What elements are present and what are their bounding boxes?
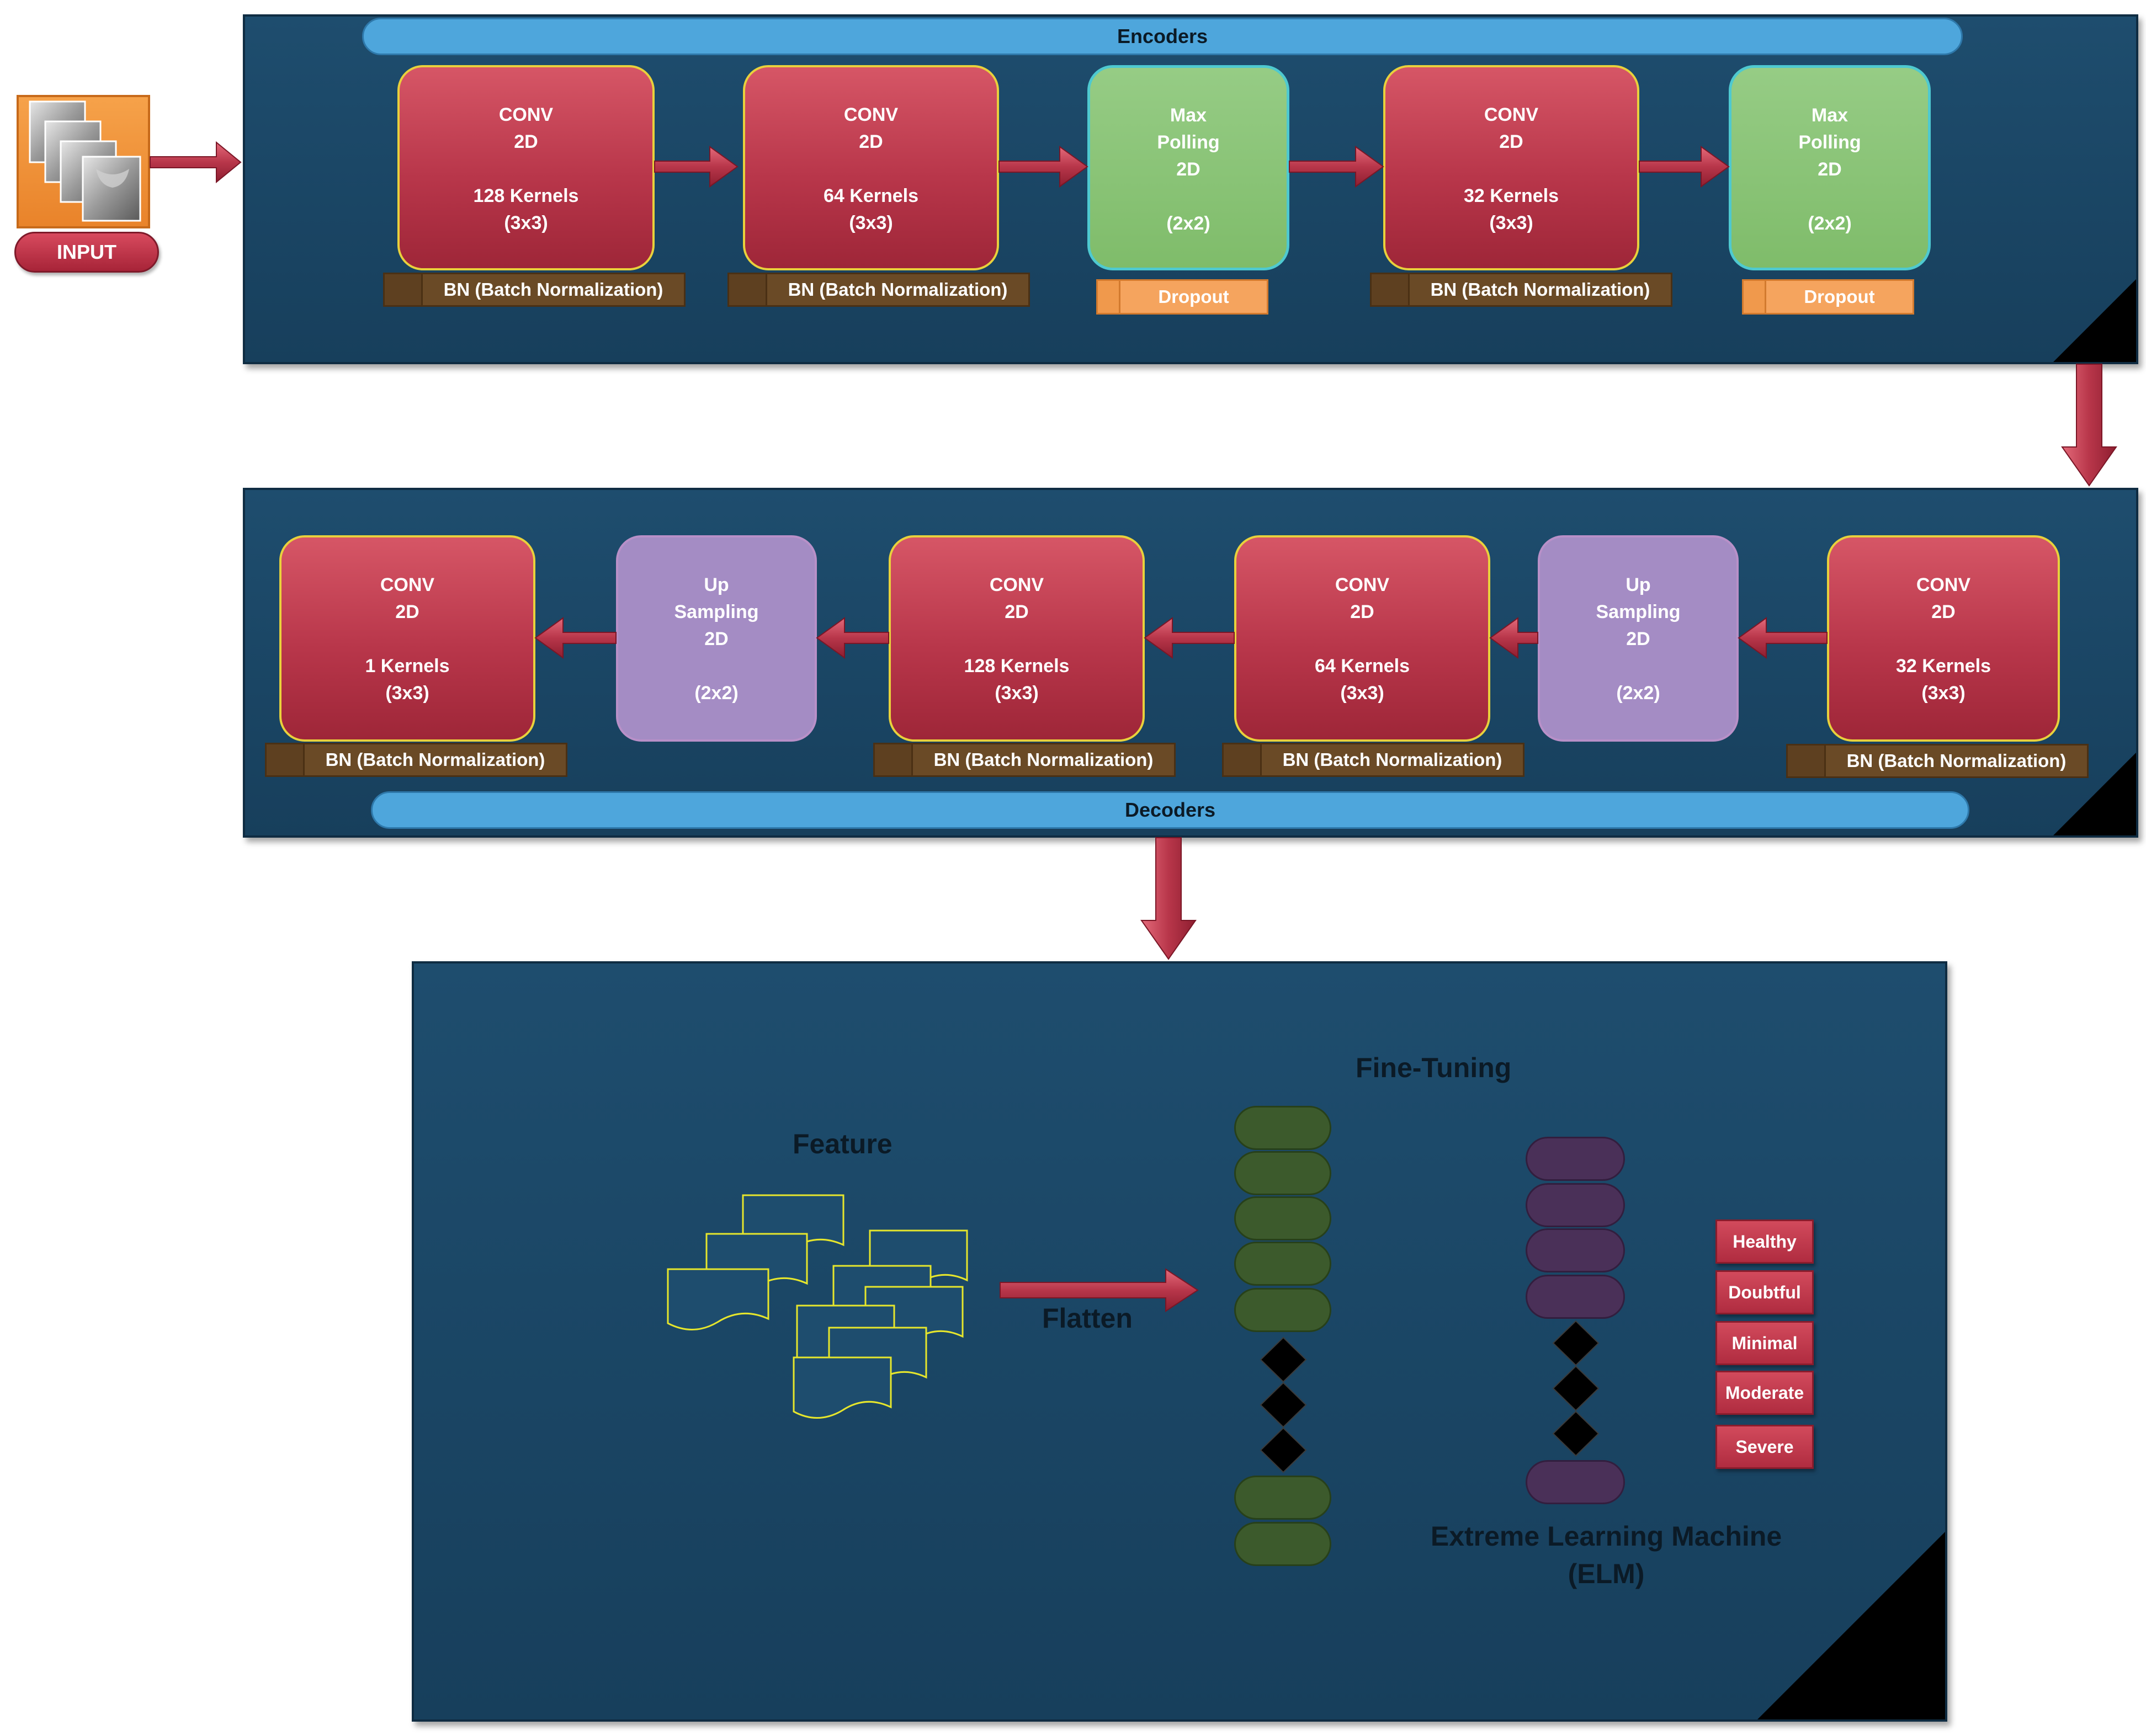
input-label: INPUT xyxy=(14,232,159,273)
elm-neuron xyxy=(1526,1228,1625,1272)
decoder-bn-2: BN (Batch Normalization) xyxy=(873,743,1176,777)
arrow-down xyxy=(2061,364,2117,487)
arrow-right xyxy=(1639,146,1730,188)
arrow-left xyxy=(816,617,889,659)
arrow-left xyxy=(1489,617,1538,659)
decoder-bn-4: BN (Batch Normalization) xyxy=(1786,744,2089,778)
class-minimal: Minimal xyxy=(1715,1321,1814,1365)
decoder-bn-3: BN (Batch Normalization) xyxy=(1222,743,1524,777)
class-doubtful: Doubtful xyxy=(1715,1270,1814,1314)
arrow-left xyxy=(1144,617,1235,659)
class-severe: Severe xyxy=(1715,1425,1814,1469)
input-image-stack xyxy=(17,95,150,228)
ellipsis-diamonds xyxy=(1260,1336,1307,1473)
finetune-neuron xyxy=(1234,1288,1331,1332)
class-moderate: Moderate xyxy=(1715,1371,1814,1415)
arrow-right xyxy=(1000,1268,1199,1312)
encoder-bn-1: BN (Batch Normalization) xyxy=(383,273,686,307)
arrow-left xyxy=(1738,617,1828,659)
ellipsis-diamonds xyxy=(1552,1320,1600,1457)
elm-label: Extreme Learning Machine (ELM) xyxy=(1430,1521,1782,1589)
elm-neuron xyxy=(1526,1137,1625,1181)
class-healthy: Healthy xyxy=(1715,1220,1814,1264)
encoder-bn-3: BN (Batch Normalization) xyxy=(1370,273,1672,307)
finetuning-label: Fine-Tuning xyxy=(1356,1052,1512,1083)
decoder-bn-1: BN (Batch Normalization) xyxy=(265,743,567,777)
encoder-bn-2: BN (Batch Normalization) xyxy=(727,273,1030,307)
finetune-neuron xyxy=(1234,1196,1331,1240)
finetune-neuron xyxy=(1234,1522,1331,1566)
elm-neuron xyxy=(1526,1275,1625,1319)
decoders-bar: Decoders xyxy=(371,791,1969,829)
classifier-panel xyxy=(412,961,1947,1722)
elm-neuron xyxy=(1526,1183,1625,1227)
arrow-down xyxy=(1140,837,1197,960)
decoder-panel xyxy=(243,488,2138,838)
encoders-bar: Encoders xyxy=(362,18,1963,55)
arrow-right xyxy=(150,141,242,184)
arrow-right xyxy=(654,146,739,188)
finetune-neuron xyxy=(1234,1106,1331,1150)
flatten-label: Flatten xyxy=(1042,1303,1133,1334)
feature-maps-icon xyxy=(667,1194,968,1419)
finetune-neuron xyxy=(1234,1476,1331,1520)
elm-neuron xyxy=(1526,1460,1625,1504)
xray-images-icon xyxy=(29,100,141,222)
encoder-dropout-1: Dropout xyxy=(1096,279,1268,315)
arrow-right xyxy=(998,146,1088,188)
finetune-neuron xyxy=(1234,1242,1331,1286)
arrow-right xyxy=(1289,146,1384,188)
arrow-left xyxy=(534,617,617,659)
encoder-dropout-2: Dropout xyxy=(1742,279,1914,315)
finetune-neuron xyxy=(1234,1151,1331,1195)
feature-label: Feature xyxy=(793,1128,893,1159)
